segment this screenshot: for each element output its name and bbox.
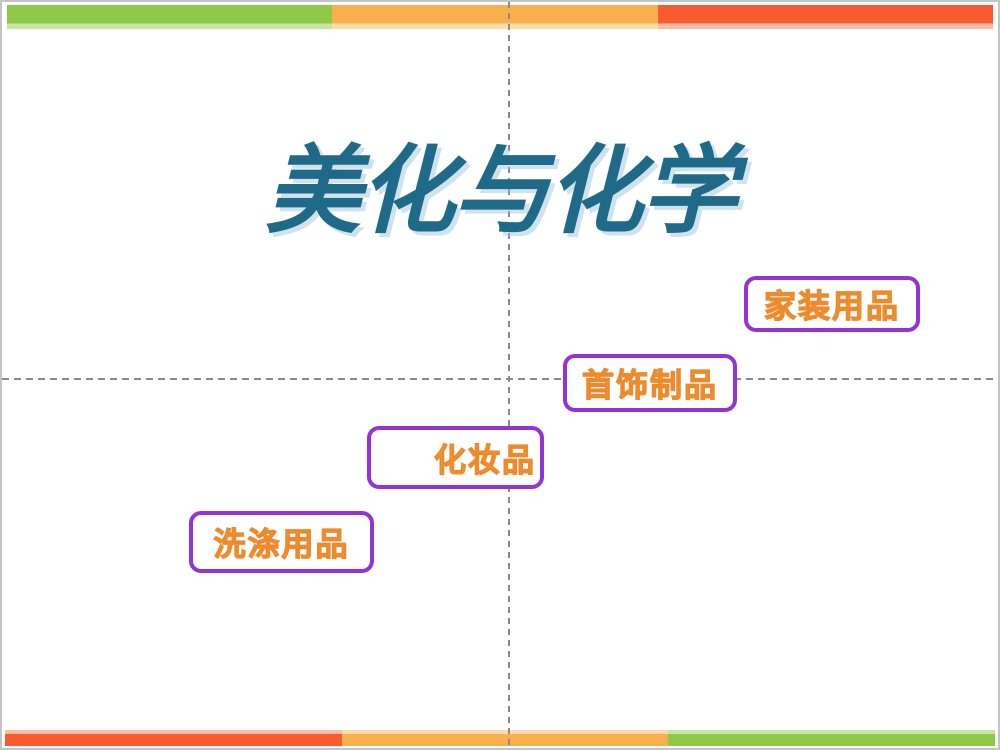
top-accent-bar (7, 5, 993, 29)
box-home-decor-products[interactable]: 家装用品 (744, 276, 920, 332)
top-bar-green-segment (7, 5, 333, 29)
bottom-bar-green-segment (668, 730, 995, 746)
bottom-accent-bar (5, 730, 995, 746)
top-bar-orange-segment (332, 5, 658, 29)
box-washing-products[interactable]: 洗涤用品 (189, 511, 374, 573)
vertical-dashed-gridline (508, 2, 510, 748)
top-bar-red-segment (657, 5, 993, 29)
slide-title: 美化与化学 (265, 134, 737, 247)
horizontal-dashed-gridline (2, 378, 998, 380)
bottom-bar-red-segment (5, 730, 342, 746)
box-jewelry-products[interactable]: 首饰制品 (563, 354, 737, 412)
bottom-bar-orange-segment (341, 730, 669, 746)
box-cosmetics[interactable]: 化妆品 (367, 426, 544, 489)
